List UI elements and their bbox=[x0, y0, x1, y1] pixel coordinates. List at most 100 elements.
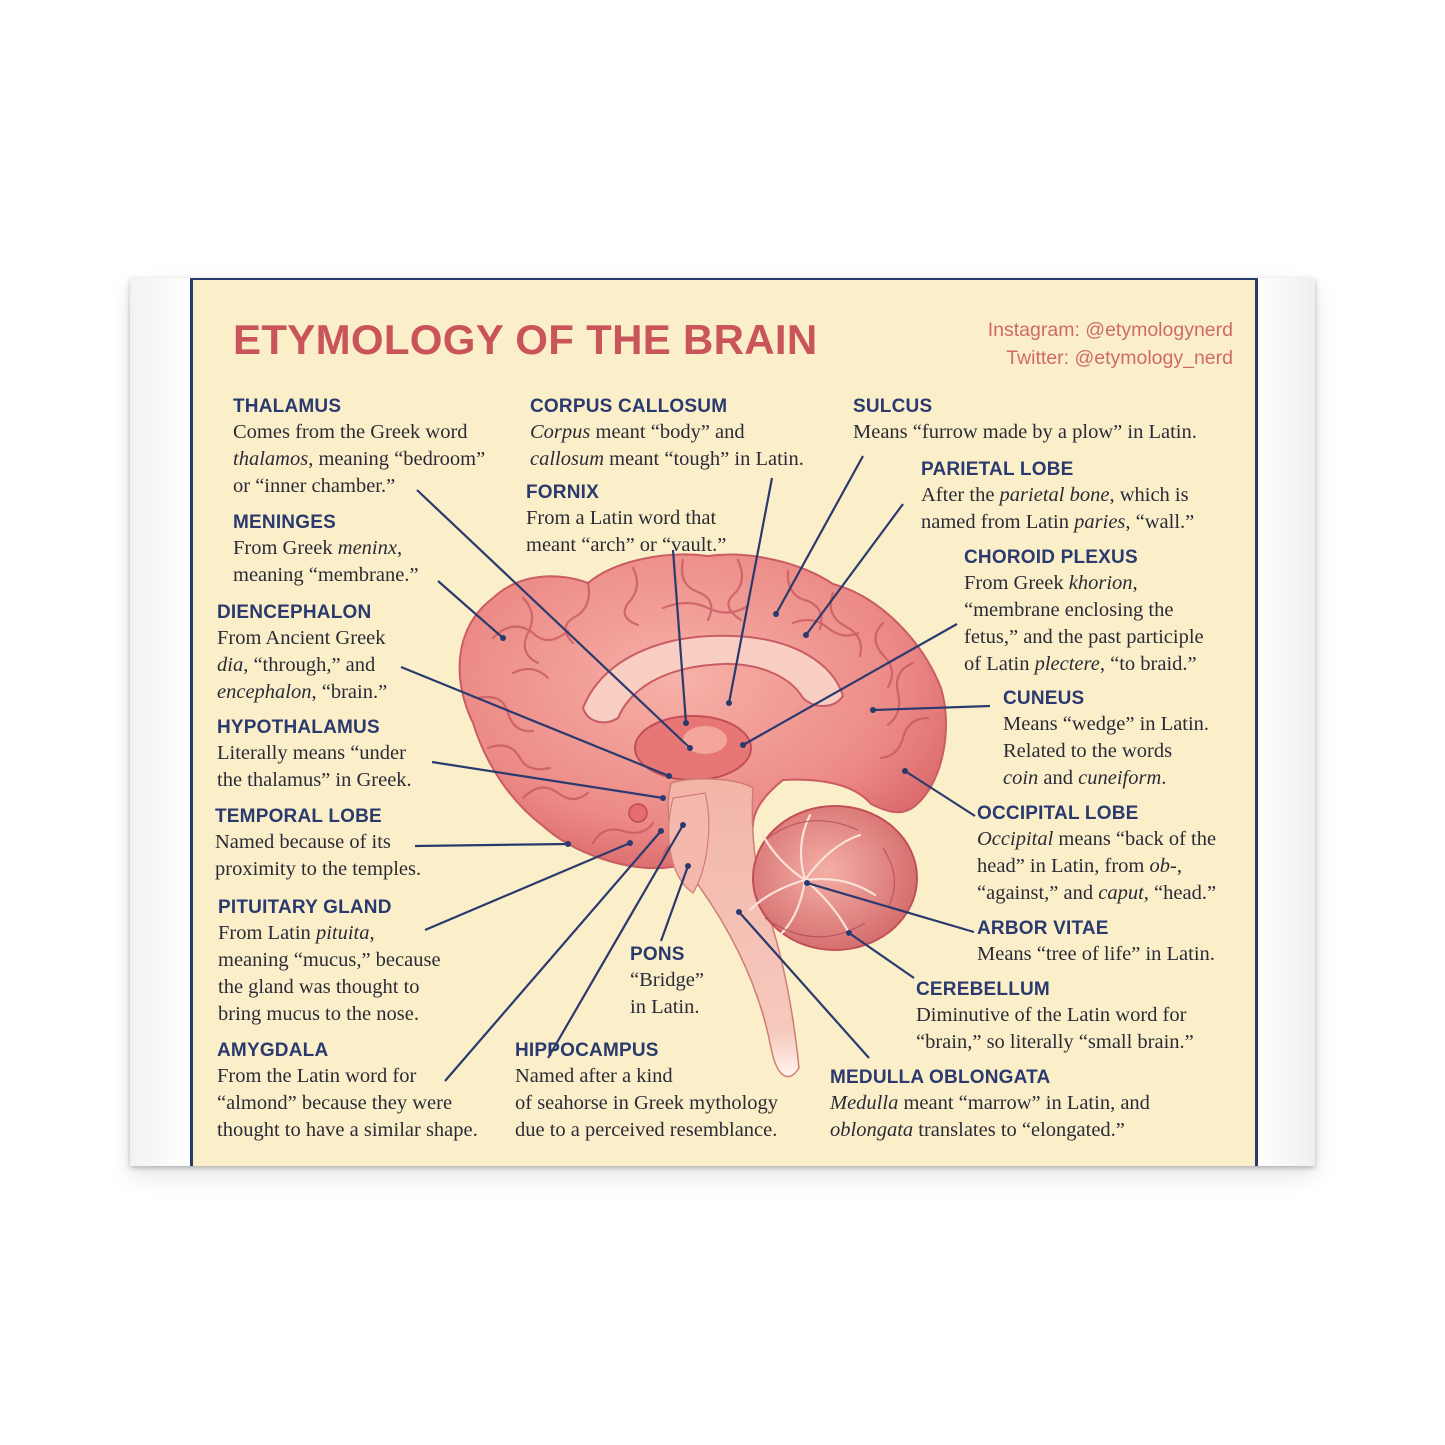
italic-term: cuneiform bbox=[1078, 767, 1162, 789]
instagram-handle: Instagram: @etymologynerd bbox=[987, 319, 1233, 341]
text-segment: , “through,” and bbox=[243, 654, 376, 676]
entry-text-line: Means “tree of life” in Latin. bbox=[977, 941, 1215, 968]
text-segment: , “to braid.” bbox=[1099, 653, 1197, 675]
text-segment: , “wall.” bbox=[1125, 511, 1195, 533]
entry-text-line: Corpus meant “body” and bbox=[530, 419, 804, 446]
entry-text-line: “Bridge” bbox=[630, 967, 704, 994]
text-segment: , bbox=[369, 922, 375, 944]
entry-text-line: named from Latin paries, “wall.” bbox=[921, 509, 1194, 536]
text-segment: , bbox=[1176, 855, 1182, 877]
italic-term: Medulla bbox=[830, 1092, 899, 1114]
entry-text-line: Diminutive of the Latin word for bbox=[916, 1002, 1194, 1029]
entry-text-line: bring mucus to the nose. bbox=[218, 1001, 441, 1028]
text-segment: “membrane enclosing the bbox=[964, 599, 1174, 621]
entry-heading: THALAMUS bbox=[233, 396, 342, 417]
corpus-callosum bbox=[581, 634, 845, 724]
italic-term: pituita bbox=[315, 922, 370, 944]
entry-heading: PARIETAL LOBE bbox=[921, 459, 1074, 480]
entry-heading: ARBOR VITAE bbox=[977, 918, 1109, 939]
text-segment: , “head.” bbox=[1143, 882, 1217, 904]
text-segment: Comes from the Greek word bbox=[233, 421, 468, 443]
entry-heading: TEMPORAL LOBE bbox=[215, 806, 382, 827]
entry-text-line: From Greek meninx, bbox=[233, 535, 419, 562]
entry-text-line: thought to have a similar shape. bbox=[217, 1117, 478, 1144]
entry-heading: OCCIPITAL LOBE bbox=[977, 803, 1139, 824]
text-segment: bring mucus to the nose. bbox=[218, 1003, 419, 1025]
text-segment: Diminutive of the Latin word for bbox=[916, 1004, 1187, 1026]
text-segment: translates to “elongated.” bbox=[913, 1119, 1125, 1141]
entry-heading: SULCUS bbox=[853, 396, 933, 417]
entry-pons: PONS“Bridge”in Latin. bbox=[630, 943, 704, 1021]
text-segment: meant “marrow” in Latin, and bbox=[898, 1092, 1150, 1114]
text-segment: or “inner chamber.” bbox=[233, 475, 396, 497]
text-segment: , bbox=[1132, 572, 1138, 594]
entry-text-line: meant “arch” or “vault.” bbox=[526, 532, 726, 559]
social-handles: Instagram: @etymologynerd Twitter: @etym… bbox=[988, 316, 1233, 372]
cerebrum bbox=[458, 553, 947, 870]
entry-text-line: Literally means “under bbox=[217, 740, 412, 767]
italic-term: encephalon bbox=[217, 681, 312, 703]
text-segment: of seahorse in Greek mythology bbox=[515, 1092, 779, 1114]
text-segment: “against,” and bbox=[977, 882, 1099, 904]
entry-text-line: Medulla meant “marrow” in Latin, and bbox=[830, 1090, 1150, 1117]
entry-text-line: “almond” because they were bbox=[217, 1090, 478, 1117]
text-segment: head” in Latin, from bbox=[977, 855, 1150, 877]
entry-text-line: Means “furrow made by a plow” in Latin. bbox=[853, 419, 1197, 446]
text-segment: From Ancient Greek bbox=[217, 627, 386, 649]
canvas-edge-right bbox=[1258, 278, 1315, 1166]
text-segment: Means “wedge” in Latin. bbox=[1003, 713, 1210, 735]
italic-term: plectere bbox=[1034, 653, 1100, 675]
text-segment: After the bbox=[921, 484, 1000, 506]
text-segment: fetus,” and the past participle bbox=[964, 626, 1204, 648]
entry-text-line: of seahorse in Greek mythology bbox=[515, 1090, 778, 1117]
italic-term: thalamos bbox=[233, 448, 309, 470]
text-segment: meaning “mucus,” because bbox=[218, 949, 441, 971]
text-segment: “almond” because they were bbox=[217, 1092, 453, 1114]
text-segment: Named after a kind bbox=[515, 1065, 673, 1087]
italic-term: Corpus bbox=[530, 421, 591, 443]
text-segment: in Latin. bbox=[630, 996, 700, 1018]
text-segment: Related to the words bbox=[1003, 740, 1173, 762]
entry-text-line: the gland was thought to bbox=[218, 974, 441, 1001]
text-segment: the gland was thought to bbox=[218, 976, 420, 998]
text-segment: of Latin bbox=[964, 653, 1035, 675]
entry-text-line: coin and cuneiform. bbox=[1003, 765, 1209, 792]
italic-term: meninx bbox=[337, 537, 397, 559]
entry-heading: AMYGDALA bbox=[217, 1040, 329, 1061]
canvas-edge-left bbox=[130, 278, 190, 1166]
pons-bulge bbox=[668, 792, 710, 894]
entry-text-line: Means “wedge” in Latin. bbox=[1003, 711, 1209, 738]
pituitary bbox=[628, 803, 648, 823]
text-segment: Literally means “under bbox=[217, 742, 406, 764]
text-segment: From Greek bbox=[233, 537, 338, 559]
text-segment: meant “arch” or “vault.” bbox=[526, 534, 727, 556]
text-segment: and bbox=[1038, 767, 1079, 789]
text-segment: means “back of the bbox=[1053, 828, 1217, 850]
entry-text-line: head” in Latin, from ob-, bbox=[977, 853, 1216, 880]
text-segment: From Latin bbox=[218, 922, 316, 944]
entry-thalamus: THALAMUS Comes from the Greek word thalamo… bbox=[233, 395, 485, 500]
text-segment: , which is bbox=[1109, 484, 1189, 506]
entry-heading: PITUITARY GLAND bbox=[218, 897, 392, 918]
text-segment: From Greek bbox=[964, 572, 1069, 594]
text-segment: meant “body” and bbox=[590, 421, 745, 443]
entry-heading: MENINGES bbox=[233, 512, 336, 533]
entry-text-line: Named because of its bbox=[215, 829, 421, 856]
entry-text-line: due to a perceived resemblance. bbox=[515, 1117, 778, 1144]
text-segment: named from Latin bbox=[921, 511, 1075, 533]
entry-text-line: fetus,” and the past participle bbox=[964, 624, 1204, 651]
italic-term: oblongata bbox=[830, 1119, 914, 1141]
entry-text-line: callosum meant “tough” in Latin. bbox=[530, 446, 804, 473]
text-segment: , “brain.” bbox=[311, 681, 388, 703]
entry-text-line: the thalamus” in Greek. bbox=[217, 767, 412, 794]
